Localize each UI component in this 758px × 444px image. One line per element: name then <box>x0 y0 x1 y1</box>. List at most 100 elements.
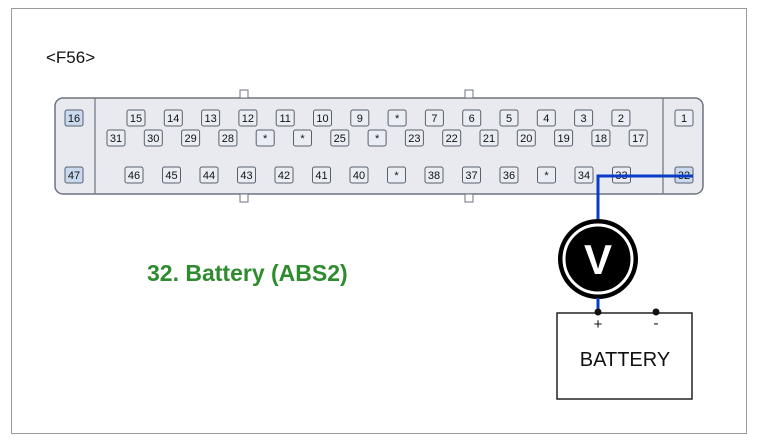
pin-lower: 42 <box>274 166 294 184</box>
pin-lower: * <box>387 166 406 184</box>
pin-box <box>516 129 536 147</box>
pin-box <box>238 109 258 127</box>
pin-number: 41 <box>315 170 327 182</box>
pin-lower: 46 <box>124 166 144 184</box>
pin-number: 15 <box>130 113 142 125</box>
pin-box <box>537 166 556 184</box>
pin-number: 45 <box>165 170 177 182</box>
pin-box <box>330 129 350 147</box>
pin-number: 5 <box>506 113 512 125</box>
pin-number: * <box>263 133 268 145</box>
pin-box <box>499 109 519 127</box>
pin-number: 13 <box>204 113 216 125</box>
pin-middle: 20 <box>516 129 536 147</box>
pin-box <box>479 129 499 147</box>
pin-upper: 2 <box>611 109 631 127</box>
pin-lower: 45 <box>162 166 181 184</box>
pin-number: 10 <box>316 113 328 125</box>
pin-number: * <box>300 133 305 145</box>
pin-number: 36 <box>503 170 515 182</box>
pin-lower: 37 <box>462 166 481 184</box>
pin-number: 43 <box>240 170 252 182</box>
pin-number: 31 <box>110 133 122 145</box>
pin-lower: 40 <box>349 166 369 184</box>
pin-middle: 28 <box>218 129 238 147</box>
pin-number: 18 <box>595 133 607 145</box>
pin-number: 11 <box>279 113 290 125</box>
pin-number: 12 <box>242 113 254 125</box>
pin-upper: 6 <box>462 109 482 127</box>
pin-middle: 18 <box>591 129 611 147</box>
pin-box <box>462 166 481 184</box>
pin-number: 37 <box>465 170 477 182</box>
voltmeter-icon <box>558 219 638 299</box>
pin-box <box>349 166 369 184</box>
connector-label: <F56> <box>46 48 96 67</box>
pin-number: 3 <box>581 113 587 125</box>
pin-number: 16 <box>68 113 80 125</box>
pin-number: 23 <box>408 133 420 145</box>
voltmeter-symbol: V <box>584 236 612 283</box>
pin-box <box>591 129 611 147</box>
pin-left: 16 <box>64 109 84 127</box>
battery-negative-terminal <box>652 308 660 316</box>
pin-number: 6 <box>469 113 475 125</box>
pin-upper: 12 <box>238 109 258 127</box>
pin-box <box>628 129 648 147</box>
pin-box <box>201 109 221 127</box>
pin-middle: 30 <box>143 129 163 147</box>
pin-lower: 44 <box>199 166 219 184</box>
pin-box <box>462 109 482 127</box>
test-wire <box>596 174 693 225</box>
pin-number: 40 <box>353 170 365 182</box>
pin-middle: 31 <box>106 129 126 147</box>
pin-number: 4 <box>543 113 549 125</box>
pin-upper: 3 <box>574 109 594 127</box>
pin-upper: 7 <box>424 109 444 127</box>
pin-upper: 5 <box>499 109 519 127</box>
pin-middle: 23 <box>404 129 424 147</box>
pin-middle: 25 <box>330 129 350 147</box>
pin-number: 42 <box>278 170 290 182</box>
pin-number: 46 <box>128 170 140 182</box>
pin-number: 17 <box>632 133 644 145</box>
pin-upper: 10 <box>313 109 332 127</box>
pin-middle: 19 <box>554 129 574 147</box>
pin-box <box>536 109 556 127</box>
pin-box <box>367 129 387 147</box>
pin-box <box>163 109 183 127</box>
pin-box <box>64 109 84 127</box>
connector-tab <box>464 193 474 203</box>
pin-upper: 11 <box>275 109 295 127</box>
pin-right: 1 <box>674 109 694 127</box>
pin-box <box>387 166 406 184</box>
connector-tab <box>464 89 474 99</box>
pin-upper: * <box>387 109 407 127</box>
pin-upper: 4 <box>536 109 556 127</box>
pin-box <box>124 166 144 184</box>
pin-lower: 36 <box>499 166 519 184</box>
pin-box <box>554 129 574 147</box>
voltmeter-ring <box>562 223 634 295</box>
pin-box <box>143 129 163 147</box>
pin-number: 30 <box>147 133 159 145</box>
pin-box <box>499 166 519 184</box>
pin-upper: 13 <box>201 109 221 127</box>
pin-box <box>424 166 444 184</box>
pin-left: 47 <box>64 166 84 184</box>
pin-number: 29 <box>184 133 196 145</box>
pin-number: * <box>395 113 400 125</box>
pin-box <box>442 129 462 147</box>
pin-number: * <box>375 133 380 145</box>
pin-box <box>574 166 594 184</box>
pin-box <box>218 129 238 147</box>
pin-number: 25 <box>334 133 346 145</box>
pin-number: 47 <box>68 170 80 182</box>
pin-number: * <box>394 170 399 182</box>
pin-box <box>275 109 295 127</box>
pin-box <box>293 129 312 147</box>
battery-box <box>556 312 693 400</box>
pin-box <box>350 109 370 127</box>
pin-number: 22 <box>446 133 458 145</box>
pin-number: 1 <box>681 113 687 125</box>
